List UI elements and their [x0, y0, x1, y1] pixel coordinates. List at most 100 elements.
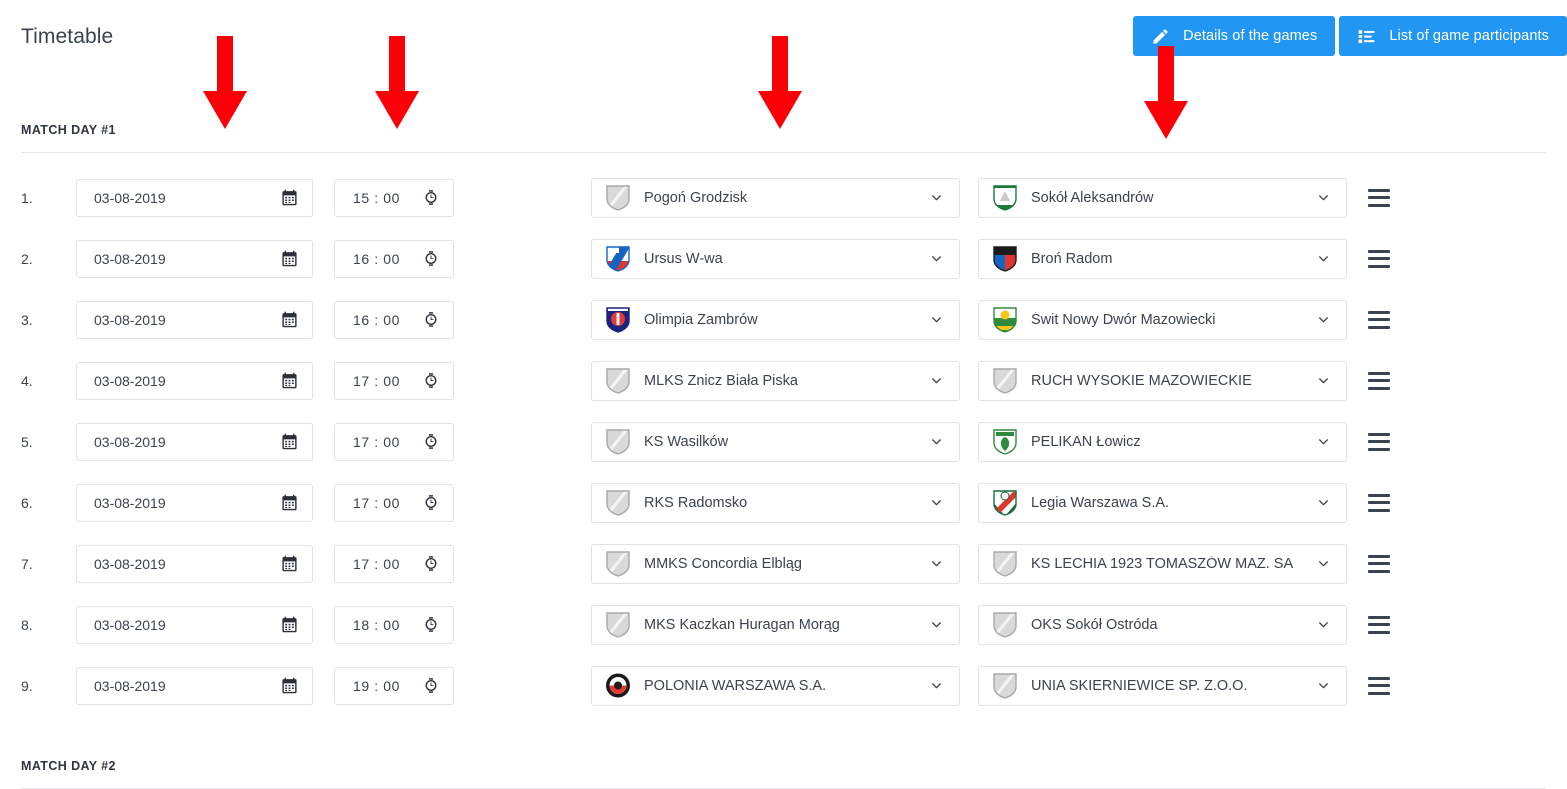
date-input-2[interactable]: 03-08-2019	[76, 239, 313, 278]
home-team-select-6[interactable]: RKS Radomsko	[591, 482, 960, 523]
drag-handle-icon[interactable]	[1368, 371, 1390, 390]
clock-icon[interactable]	[423, 677, 453, 694]
date-input-3[interactable]: 03-08-2019	[76, 300, 313, 339]
chevron-down-icon[interactable]	[1317, 496, 1346, 509]
clock-icon[interactable]	[423, 372, 453, 389]
chevron-down-icon[interactable]	[1317, 679, 1346, 692]
away-team-select-5[interactable]: PELIKAN Łowicz	[978, 421, 1347, 462]
home-team-select-1[interactable]: Pogoń Grodzisk	[591, 177, 960, 218]
team-logo-icon	[604, 245, 632, 273]
clock-icon[interactable]	[423, 433, 453, 450]
chevron-down-icon[interactable]	[930, 252, 959, 265]
clock-icon[interactable]	[423, 250, 453, 267]
home-team-select-9[interactable]: POLONIA WARSZAWA S.A.	[591, 665, 960, 706]
clock-icon[interactable]	[423, 311, 453, 328]
chevron-down-icon[interactable]	[930, 618, 959, 631]
time-input-6[interactable]: 17 : 00	[334, 483, 454, 522]
drag-handle-icon[interactable]	[1368, 493, 1390, 512]
time-input-8[interactable]: 18 : 00	[334, 605, 454, 644]
home-team-select-2[interactable]: Ursus W-wa	[591, 238, 960, 279]
date-input-1[interactable]: 03-08-2019	[76, 178, 313, 217]
time-input-7[interactable]: 17 : 00	[334, 544, 454, 583]
drag-handle-icon[interactable]	[1368, 432, 1390, 451]
drag-handle-icon[interactable]	[1368, 615, 1390, 634]
drag-handle-icon[interactable]	[1368, 554, 1390, 573]
away-team-select-6[interactable]: Legia Warszawa S.A.	[978, 482, 1347, 523]
time-input-1[interactable]: 15 : 00	[334, 178, 454, 217]
clock-icon[interactable]	[423, 555, 453, 572]
date-value: 03-08-2019	[94, 189, 166, 206]
away-team-select-1[interactable]: Sokół Aleksandrów	[978, 177, 1347, 218]
time-input-3[interactable]: 16 : 00	[334, 300, 454, 339]
away-team-select-3[interactable]: Świt Nowy Dwór Mazowiecki	[978, 299, 1347, 340]
list-of-game-participants-button[interactable]: List of game participants	[1339, 16, 1567, 56]
calendar-icon[interactable]	[281, 189, 312, 206]
time-value: 17 : 00	[353, 372, 401, 389]
drag-handle-icon[interactable]	[1368, 310, 1390, 329]
chevron-down-icon[interactable]	[1317, 435, 1346, 448]
chevron-down-icon[interactable]	[930, 374, 959, 387]
date-value: 03-08-2019	[94, 311, 166, 328]
date-input-6[interactable]: 03-08-2019	[76, 483, 313, 522]
chevron-down-icon[interactable]	[1317, 252, 1346, 265]
team-logo-icon	[991, 367, 1019, 395]
date-input-7[interactable]: 03-08-2019	[76, 544, 313, 583]
home-team-select-8[interactable]: MKS Kaczkan Huragan Morąg	[591, 604, 960, 645]
time-value: 18 : 00	[353, 616, 401, 633]
drag-handle-icon[interactable]	[1368, 676, 1390, 695]
away-team-value: Sokół Aleksandrów	[1031, 189, 1154, 206]
home-team-select-7[interactable]: MMKS Concordia Elbląg	[591, 543, 960, 584]
chevron-down-icon[interactable]	[1317, 618, 1346, 631]
calendar-icon[interactable]	[281, 616, 312, 633]
chevron-down-icon[interactable]	[930, 679, 959, 692]
chevron-down-icon[interactable]	[930, 435, 959, 448]
date-value: 03-08-2019	[94, 372, 166, 389]
calendar-icon[interactable]	[281, 555, 312, 572]
date-input-4[interactable]: 03-08-2019	[76, 361, 313, 400]
away-team-select-9[interactable]: UNIA SKIERNIEWICE SP. Z.O.O.	[978, 665, 1347, 706]
away-team-select-7[interactable]: KS LECHIA 1923 TOMASZÓW MAZ. SA	[978, 543, 1347, 584]
table-row: 8. 03-08-2019 18 : 00 MKS Kaczkan Huragan M…	[0, 594, 1567, 655]
date-input-5[interactable]: 03-08-2019	[76, 422, 313, 461]
chevron-down-icon[interactable]	[1317, 557, 1346, 570]
row-index: 8.	[21, 616, 33, 633]
away-team-select-4[interactable]: RUCH WYSOKIE MAZOWIECKIE	[978, 360, 1347, 401]
chevron-down-icon[interactable]	[1317, 191, 1346, 204]
row-index: 2.	[21, 250, 33, 267]
calendar-icon[interactable]	[281, 250, 312, 267]
calendar-icon[interactable]	[281, 372, 312, 389]
clock-icon[interactable]	[423, 189, 453, 206]
calendar-icon[interactable]	[281, 677, 312, 694]
team-logo-icon	[991, 245, 1019, 273]
calendar-icon[interactable]	[281, 433, 312, 450]
clock-icon[interactable]	[423, 494, 453, 511]
drag-handle-icon[interactable]	[1368, 249, 1390, 268]
date-input-9[interactable]: 03-08-2019	[76, 666, 313, 705]
away-team-select-8[interactable]: OKS Sokół Ostróda	[978, 604, 1347, 645]
drag-handle-icon[interactable]	[1368, 188, 1390, 207]
date-input-8[interactable]: 03-08-2019	[76, 605, 313, 644]
time-input-4[interactable]: 17 : 00	[334, 361, 454, 400]
home-team-value: MLKS Znicz Biała Piska	[644, 372, 798, 389]
chevron-down-icon[interactable]	[930, 191, 959, 204]
time-input-5[interactable]: 17 : 00	[334, 422, 454, 461]
clock-icon[interactable]	[423, 616, 453, 633]
away-team-select-2[interactable]: Broń Radom	[978, 238, 1347, 279]
chevron-down-icon[interactable]	[1317, 313, 1346, 326]
chevron-down-icon[interactable]	[1317, 374, 1346, 387]
time-input-9[interactable]: 19 : 00	[334, 666, 454, 705]
home-team-value: MKS Kaczkan Huragan Morąg	[644, 616, 840, 633]
time-input-2[interactable]: 16 : 00	[334, 239, 454, 278]
calendar-icon[interactable]	[281, 494, 312, 511]
chevron-down-icon[interactable]	[930, 557, 959, 570]
details-of-the-games-button[interactable]: Details of the games	[1133, 16, 1336, 56]
home-team-select-5[interactable]: KS Wasilków	[591, 421, 960, 462]
chevron-down-icon[interactable]	[930, 496, 959, 509]
matchday-1-label: MATCH DAY #1	[21, 123, 116, 137]
matchday-2-label: MATCH DAY #2	[21, 759, 116, 773]
home-team-select-4[interactable]: MLKS Znicz Biała Piska	[591, 360, 960, 401]
calendar-icon[interactable]	[281, 311, 312, 328]
home-team-select-3[interactable]: Olimpia Zambrów	[591, 299, 960, 340]
chevron-down-icon[interactable]	[930, 313, 959, 326]
